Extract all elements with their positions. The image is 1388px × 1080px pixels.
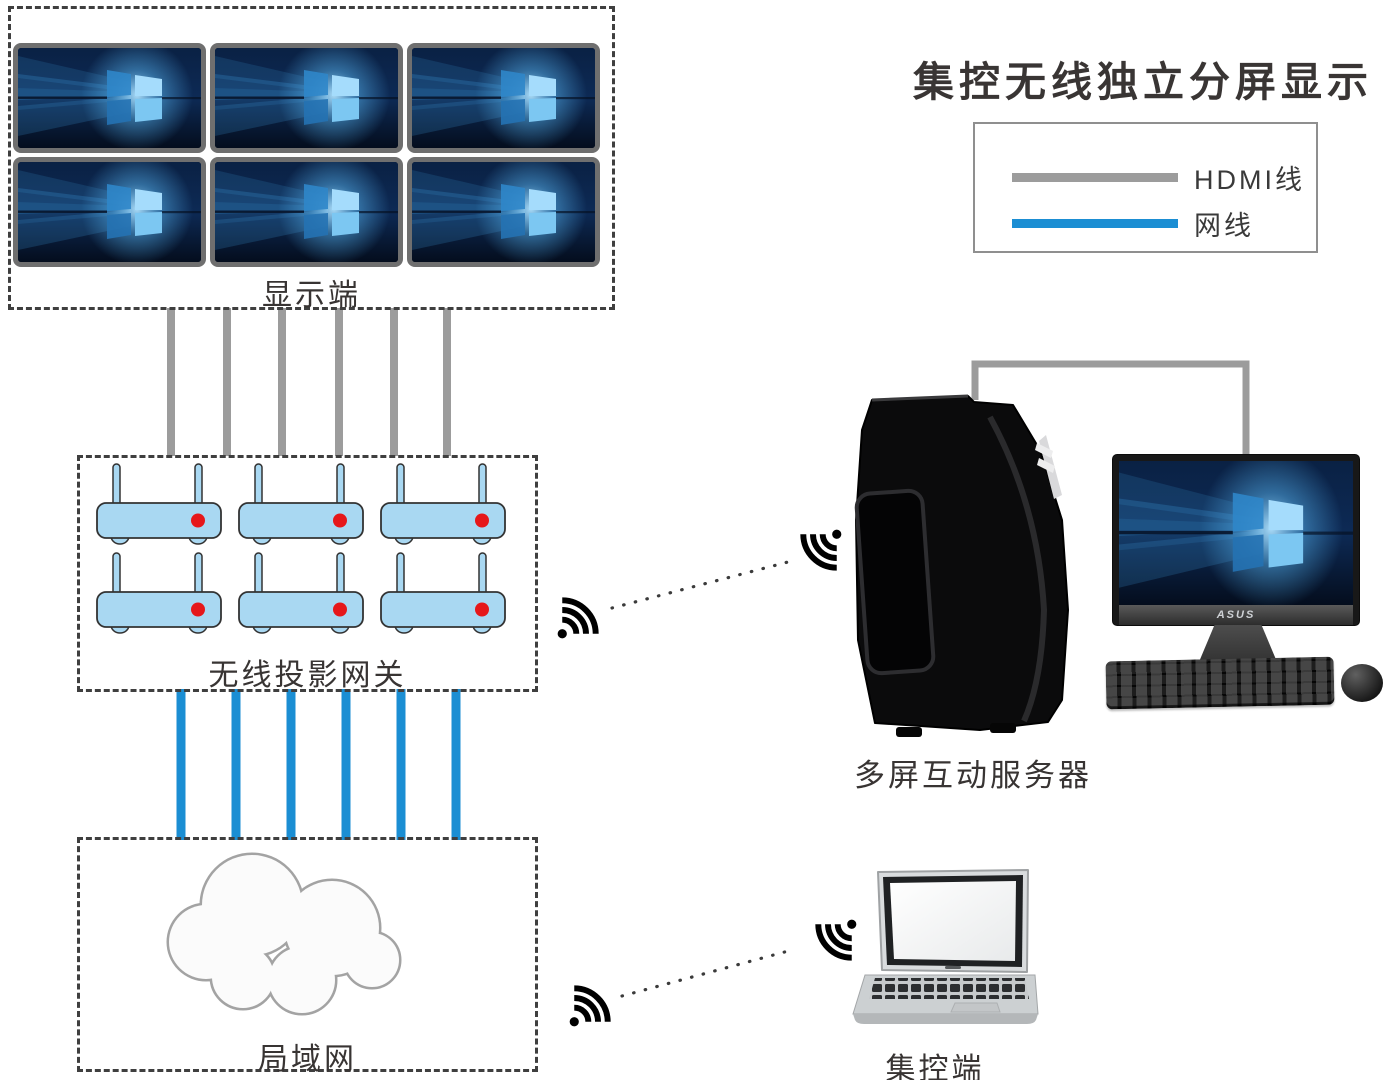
hdmi-cables-display-to-gateway xyxy=(167,308,451,456)
display-wall-box xyxy=(8,6,615,310)
server-monitor: ASUS xyxy=(1113,455,1359,625)
lan-box xyxy=(77,837,538,1072)
gateway-device xyxy=(380,462,506,547)
hdmi-cable-server-to-monitor xyxy=(971,360,1250,461)
legend-network-swatch xyxy=(1012,219,1178,228)
legend-row-hdmi: HDMI线 xyxy=(1012,158,1305,197)
display-screen xyxy=(407,43,600,153)
display-screen xyxy=(210,43,403,153)
controller-label: 集控端 xyxy=(885,1053,985,1080)
gateway-label: 无线投影网关 xyxy=(208,659,407,692)
windows-wallpaper xyxy=(412,162,595,262)
controller-laptop xyxy=(852,869,1039,1024)
cloud-icon xyxy=(166,852,402,1016)
server-tower xyxy=(854,394,1069,737)
windows-wallpaper xyxy=(215,48,398,148)
gateway-device xyxy=(238,462,364,547)
gateway-device xyxy=(380,551,506,636)
keyboard xyxy=(1105,656,1335,710)
legend-box: HDMI线 网线 xyxy=(973,122,1318,253)
diagram-title: 集控无线独立分屏显示 xyxy=(913,59,1373,105)
gateway-device xyxy=(96,551,222,636)
network-cables-gateway-to-lan xyxy=(176,689,461,840)
server-monitor-bezel: ASUS xyxy=(1119,605,1353,625)
legend-hdmi-label: HDMI线 xyxy=(1194,165,1305,195)
wireless-link-lan-controller xyxy=(620,948,794,998)
mouse xyxy=(1341,664,1383,702)
gateway-box xyxy=(77,455,538,692)
display-screen xyxy=(210,157,403,267)
gateway-device xyxy=(238,551,364,636)
legend-network-label: 网线 xyxy=(1194,211,1254,241)
monitor-brand-logo: ASUS xyxy=(1216,609,1256,621)
display-screen xyxy=(407,157,600,267)
display-wall-label: 显示端 xyxy=(262,279,361,312)
gateway-grid xyxy=(96,462,506,636)
server-label: 多屏互动服务器 xyxy=(854,758,1092,793)
display-screen xyxy=(13,157,206,267)
display-screen xyxy=(13,43,206,153)
windows-wallpaper xyxy=(18,48,201,148)
windows-wallpaper xyxy=(412,48,595,148)
legend-hdmi-swatch xyxy=(1012,173,1178,182)
display-wall-grid xyxy=(13,43,600,267)
gateway-device xyxy=(96,462,222,547)
wireless-link-gateway-server xyxy=(610,560,790,610)
lan-label: 局域网 xyxy=(258,1043,357,1076)
windows-wallpaper xyxy=(18,162,201,262)
windows-wallpaper xyxy=(215,162,398,262)
server-monitor-screen xyxy=(1119,461,1353,605)
legend-row-network: 网线 xyxy=(1012,204,1254,243)
